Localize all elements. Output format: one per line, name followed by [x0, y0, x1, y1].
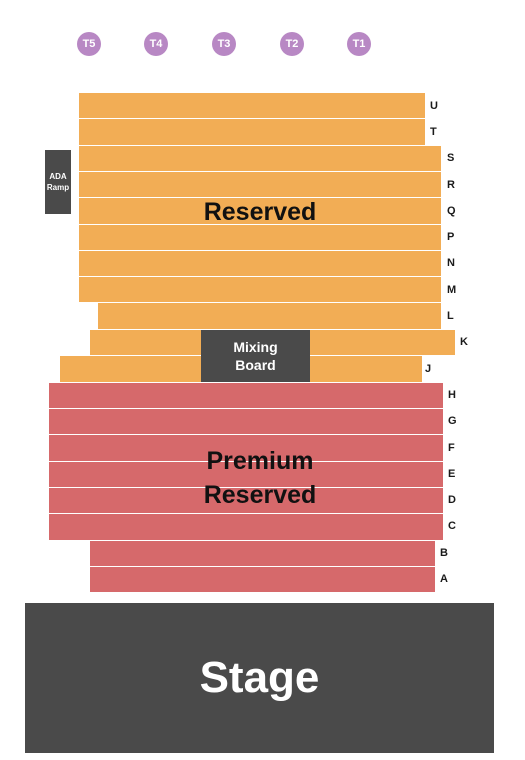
mixing-board-line1: Mixing [233, 339, 278, 355]
row-label-u: U [430, 100, 438, 112]
row-p[interactable] [79, 225, 441, 250]
row-label-p: P [447, 231, 455, 243]
row-u[interactable] [79, 93, 425, 118]
row-m[interactable] [79, 277, 441, 302]
row-h[interactable] [49, 383, 443, 408]
row-label-f: F [448, 442, 455, 454]
row-b[interactable] [90, 541, 435, 566]
row-f[interactable] [49, 435, 443, 461]
stage: Stage [25, 603, 494, 753]
row-label-h: H [448, 389, 456, 401]
table-t1[interactable]: T1 [347, 32, 371, 56]
ada-ramp-line2: Ramp [46, 183, 70, 192]
row-label-s: S [447, 152, 455, 164]
row-n[interactable] [79, 251, 441, 276]
row-label-b: B [440, 547, 448, 559]
row-t[interactable] [79, 119, 425, 145]
row-label-e: E [448, 468, 456, 480]
row-e[interactable] [49, 462, 443, 487]
row-g[interactable] [49, 409, 443, 434]
row-q[interactable] [79, 198, 441, 224]
row-label-q: Q [447, 205, 456, 217]
row-a[interactable] [90, 567, 435, 592]
row-s[interactable] [79, 146, 441, 171]
row-label-k: K [460, 336, 468, 348]
stage-label: Stage [199, 653, 320, 702]
row-label-t: T [430, 126, 437, 138]
table-t2[interactable]: T2 [280, 32, 304, 56]
row-label-l: L [447, 310, 454, 322]
ada-ramp-line1: ADA [49, 172, 67, 181]
row-d[interactable] [49, 488, 443, 513]
table-t4[interactable]: T4 [144, 32, 168, 56]
table-t3[interactable]: T3 [212, 32, 236, 56]
row-label-d: D [448, 494, 456, 506]
row-r[interactable] [79, 172, 441, 197]
ada-ramp: ADA Ramp [45, 150, 71, 214]
row-c[interactable] [49, 514, 443, 540]
mixing-board-line2: Board [235, 357, 276, 373]
table-t5[interactable]: T5 [77, 32, 101, 56]
row-label-j: J [425, 363, 432, 375]
mixing-board: Mixing Board [201, 330, 310, 382]
row-label-m: M [447, 284, 457, 296]
row-label-g: G [448, 415, 457, 427]
row-label-a: A [440, 573, 448, 585]
row-label-n: N [447, 257, 455, 269]
row-label-r: R [447, 179, 455, 191]
row-label-c: C [448, 520, 456, 532]
row-l[interactable] [98, 303, 441, 329]
